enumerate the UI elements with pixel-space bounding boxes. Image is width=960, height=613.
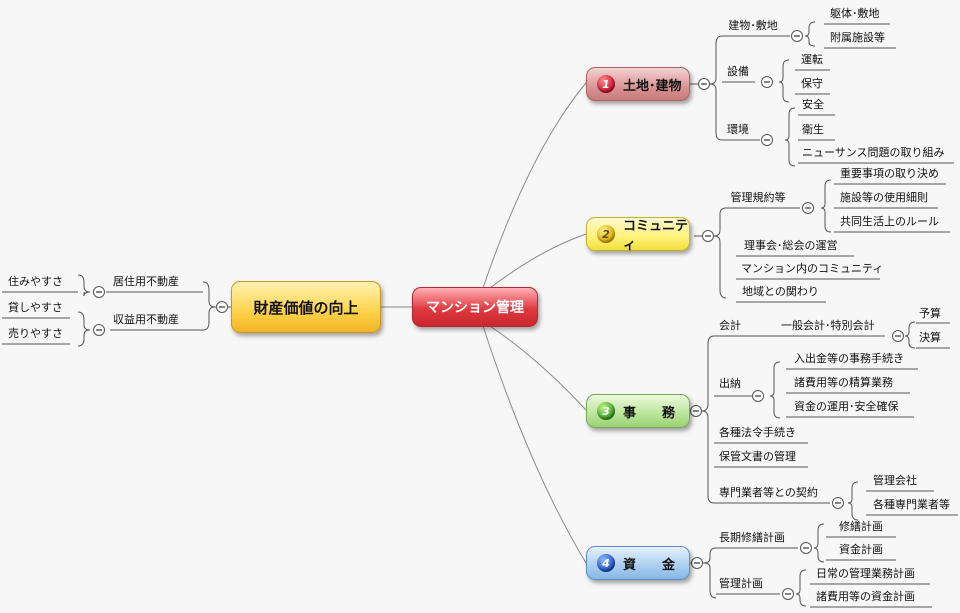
branch-node-3[interactable]: 3 事 務	[586, 394, 690, 428]
branch-label: 土地･建物	[623, 78, 682, 94]
subtopic[interactable]: 諸費用等の精算業務	[794, 376, 893, 389]
branch-label: コミュニティ	[623, 219, 689, 253]
topic-equipment[interactable]: 設備	[727, 65, 749, 78]
branch-node-1[interactable]: 1 土地･建物	[586, 67, 690, 101]
subtopic[interactable]: 管理会社	[873, 474, 917, 487]
brace-b4	[703, 547, 717, 599]
left-main-node[interactable]: 財産価値の向上	[231, 281, 381, 333]
brace-b1	[709, 35, 723, 141]
subtopic[interactable]: 安全	[802, 98, 824, 111]
toggle-b2-rules[interactable]	[802, 202, 814, 214]
topic-rental[interactable]: 収益用不動産	[113, 313, 179, 326]
toggle-b2[interactable]	[702, 230, 714, 242]
toggle-b4-longterm[interactable]	[800, 542, 812, 554]
number-badge-icon: 3	[597, 402, 615, 420]
toggle-b1-equipment[interactable]	[761, 76, 773, 88]
root-node[interactable]: マンション管理	[412, 287, 538, 327]
subtopic[interactable]: 重要事項の取り決め	[840, 167, 939, 180]
subtopic[interactable]: 予算	[919, 307, 941, 320]
topic-contracts[interactable]: 専門業者等との契約	[719, 486, 818, 499]
connector-root-b1	[482, 82, 587, 289]
topic-cash[interactable]: 出納	[719, 377, 741, 390]
topic-accounting[interactable]: 会計	[719, 319, 741, 332]
branch-node-2[interactable]: 2 コミュニティ	[586, 217, 690, 253]
branch-node-4[interactable]: 4 資 金	[586, 546, 690, 580]
topic-rules[interactable]: 管理規約等	[730, 191, 786, 204]
topic-council[interactable]: 理事会･総会の運営	[744, 239, 838, 252]
brace-b3	[701, 335, 715, 504]
toggle-left-main[interactable]	[216, 301, 228, 313]
subtopic[interactable]: 売りやすさ	[8, 327, 63, 340]
toggle-b3-contracts[interactable]	[832, 497, 844, 509]
subtopic[interactable]: 諸費用等の資金計画	[816, 590, 915, 603]
subtopic[interactable]: 住みやすさ	[8, 275, 63, 288]
brace-b2	[713, 207, 727, 299]
subtopic[interactable]: 資金計画	[839, 543, 883, 556]
toggle-b3[interactable]	[690, 405, 702, 417]
subtopic[interactable]: 運転	[801, 53, 823, 66]
subtopic[interactable]: 共同生活上のルール	[840, 215, 939, 228]
subtopic[interactable]: 入出金等の事務手続き	[794, 352, 904, 365]
topic-procedures[interactable]: 各種法令手続き	[719, 426, 796, 439]
toggle-b1-building[interactable]	[791, 30, 803, 42]
subtopic[interactable]: 躯体･敷地	[830, 7, 880, 20]
topic-environment[interactable]: 環境	[727, 123, 749, 136]
topic-longterm[interactable]: 長期修繕計画	[719, 531, 785, 544]
subtopic[interactable]: 保守	[801, 77, 823, 90]
toggle-b1-environment[interactable]	[761, 134, 773, 146]
toggle-left-residential[interactable]	[93, 286, 105, 298]
brace-left-main	[202, 281, 216, 331]
connector-root-b2	[489, 233, 587, 289]
subtopic[interactable]: 修繕計画	[839, 520, 883, 533]
subtopic[interactable]: 貸しやすさ	[8, 301, 63, 314]
connector-root-b3	[489, 325, 587, 411]
number-badge-icon: 1	[597, 75, 615, 93]
toggle-b1[interactable]	[698, 78, 710, 90]
toggle-b3-cash[interactable]	[752, 390, 764, 402]
subtopic[interactable]: 資金の運用･安全確保	[794, 400, 899, 413]
topic-plan[interactable]: 管理計画	[719, 577, 763, 590]
toggle-b4-plan[interactable]	[782, 588, 794, 600]
subtopic[interactable]: 施設等の使用細則	[840, 191, 928, 204]
subtopic[interactable]: 日常の管理業務計画	[816, 567, 915, 580]
number-badge-icon: 4	[597, 554, 615, 572]
branch-label: 資 金	[623, 557, 676, 573]
topic-building[interactable]: 建物･敷地	[728, 19, 778, 32]
toggle-b4[interactable]	[691, 557, 703, 569]
toggle-left-rental[interactable]	[93, 324, 105, 336]
topic-general[interactable]: 一般会計･特別会計	[781, 319, 875, 332]
topic-documents[interactable]: 保管文書の管理	[719, 450, 796, 463]
topic-residential[interactable]: 居住用不動産	[113, 275, 179, 288]
branch-label: 事 務	[623, 405, 676, 421]
connector-root-b4	[482, 325, 587, 564]
subtopic[interactable]: ニューサンス問題の取り組み	[802, 146, 945, 159]
subtopic[interactable]: 衛生	[802, 123, 824, 136]
subtopic[interactable]: 附属施設等	[830, 31, 885, 44]
subtopic[interactable]: 決算	[919, 331, 941, 344]
subtopic[interactable]: 各種専門業者等	[873, 498, 950, 511]
topic-community[interactable]: マンション内のコミュニティ	[741, 262, 884, 275]
number-badge-icon: 2	[597, 225, 615, 243]
topic-region[interactable]: 地域との関わり	[742, 285, 819, 298]
toggle-b3-general[interactable]	[892, 330, 904, 342]
